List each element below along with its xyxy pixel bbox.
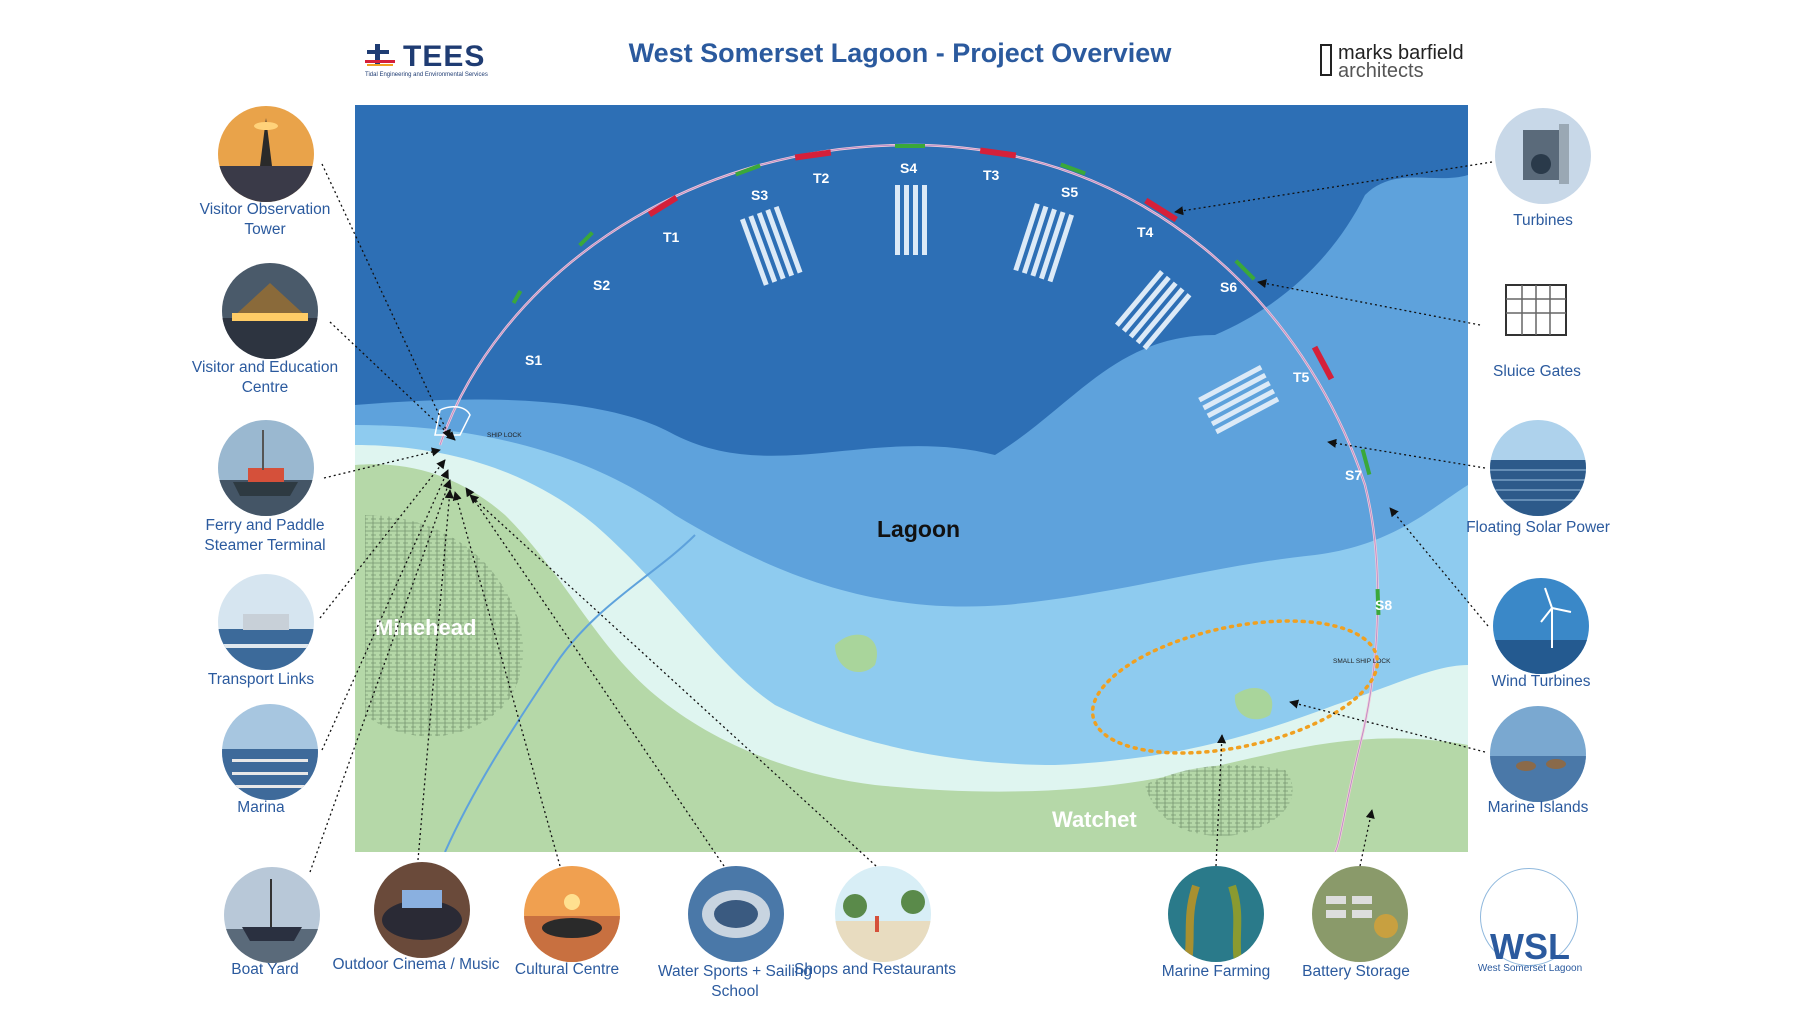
page-title: West Somerset Lagoon - Project Overview: [628, 38, 1172, 68]
solar-array-4: [1115, 270, 1192, 350]
sluice-label-s2: S2: [593, 277, 610, 293]
turbine-label-t4: T4: [1137, 224, 1154, 240]
map-island-right: [1234, 687, 1273, 720]
sluice-mark-s6: [1234, 259, 1256, 281]
ferry-terminal-icon: [218, 420, 314, 516]
sluice-mark-s2: [578, 231, 594, 247]
ship-lock-label: SHIP LOCK: [487, 432, 522, 439]
sluice-gates-label: Sluice Gates: [1493, 363, 1581, 380]
outdoor-cinema-icon: [374, 862, 470, 958]
tees-logo-icon: [365, 44, 395, 66]
lagoon-label: Lagoon: [877, 516, 960, 542]
water-sports-label: Water Sports + Sailing School: [657, 963, 813, 1000]
boat-yard-icon: [224, 867, 320, 963]
wsl-logo-icon: [1480, 868, 1578, 966]
shops-restaurants-label: Shops and Restaurants: [794, 961, 956, 978]
sluice-label-s7: S7: [1345, 467, 1362, 483]
sluice-mark-s1: [511, 289, 523, 305]
tees-logo-word: TEES: [403, 40, 486, 73]
visitor-education-centre-icon: [222, 263, 318, 359]
turbine-label-t5: T5: [1293, 369, 1310, 385]
solar-array-5: [1198, 365, 1280, 435]
solar-array-1: [740, 205, 803, 286]
turbine-mark-t2: [794, 149, 832, 161]
battery-storage-label: Battery Storage: [1302, 963, 1410, 980]
sluice-label-s6: S6: [1220, 279, 1237, 295]
wsl-logo-subtitle: West Somerset Lagoon: [1477, 963, 1583, 974]
turbine-mark-t5: [1311, 345, 1335, 381]
wsl-logo-word: WSL: [1490, 926, 1570, 967]
cultural-centre-label: Cultural Centre: [514, 961, 620, 978]
small-ship-lock-label: SMALL SHIP LOCK: [1333, 658, 1391, 665]
marine-farming-icon: [1168, 866, 1264, 962]
turbine-mark-t1: [647, 194, 679, 218]
outdoor-cinema-label: Outdoor Cinema / Music: [332, 956, 500, 973]
architect-logo-icon: [1320, 44, 1332, 76]
visitor-observation-tower-label: Visitor Observation Tower: [199, 201, 331, 238]
water-sports-icon: [688, 866, 784, 962]
battery-storage-icon: [1312, 866, 1408, 962]
sluice-label-s5: S5: [1061, 184, 1078, 200]
tees-logo: TEES Tidal Engineering and Environmental…: [365, 40, 505, 80]
boat-yard-label: Boat Yard: [231, 961, 299, 978]
town-label-watchet: Watchet: [1052, 807, 1137, 832]
sluice-label-s4: S4: [900, 160, 917, 176]
cultural-centre-icon: [524, 866, 620, 962]
turbines-icon: [1495, 108, 1591, 204]
sluice-mark-s5: [1060, 162, 1086, 176]
turbine-label-t2: T2: [813, 170, 830, 186]
shops-restaurants-icon: [835, 866, 931, 962]
wsl-logo: WSL West Somerset Lagoon: [1470, 868, 1585, 978]
marine-farming-label: Marine Farming: [1161, 963, 1271, 980]
floating-solar-icon: [1490, 420, 1586, 516]
town-label-minehead: Minehead: [375, 615, 476, 640]
sluice-label-s1: S1: [525, 352, 542, 368]
sluice-label-s8: S8: [1375, 597, 1392, 613]
tees-logo-tagline: Tidal Engineering and Environmental Serv…: [365, 72, 488, 78]
marine-islands-label: Marine Islands: [1487, 799, 1589, 816]
transport-links-icon: [218, 574, 314, 670]
sluice-gates-icon: [1488, 263, 1584, 359]
architect-logo-line1: marks barfield: [1338, 42, 1464, 64]
wind-turbines-label: Wind Turbines: [1491, 673, 1591, 690]
visitor-observation-tower-icon: [218, 106, 314, 202]
architect-logo: marks barfield architects: [1320, 42, 1470, 82]
lagoon-map: S1 S2 T1 S3 T2 S4 T3 S5 T4 S6 T5 S7 S8 S…: [355, 105, 1468, 852]
solar-array-3: [1013, 203, 1074, 283]
marina-icon: [222, 704, 318, 800]
wind-turbines-icon: [1493, 578, 1589, 674]
architect-logo-line2: architects: [1338, 60, 1424, 82]
floating-solar-label: Floating Solar Power: [1466, 519, 1610, 536]
sluice-mark-s4: [895, 144, 925, 148]
sluice-mark-s8: [1375, 588, 1381, 616]
turbine-mark-t4: [1144, 197, 1178, 223]
marine-farming-area: [1090, 619, 1380, 755]
turbines-label: Turbines: [1513, 212, 1573, 229]
transport-links-label: Transport Links: [207, 671, 315, 688]
visitor-education-centre-label: Visitor and Education Centre: [191, 359, 339, 396]
solar-array-2: [895, 185, 927, 255]
turbine-mark-t3: [979, 147, 1017, 159]
marina-label: Marina: [237, 799, 285, 816]
sluice-label-s3: S3: [751, 187, 768, 203]
ferry-terminal-label: Ferry and Paddle Steamer Terminal: [204, 517, 326, 554]
sluice-mark-s3: [735, 163, 761, 177]
marine-islands-icon: [1490, 706, 1586, 802]
turbine-label-t1: T1: [663, 229, 680, 245]
turbine-label-t3: T3: [983, 167, 1000, 183]
